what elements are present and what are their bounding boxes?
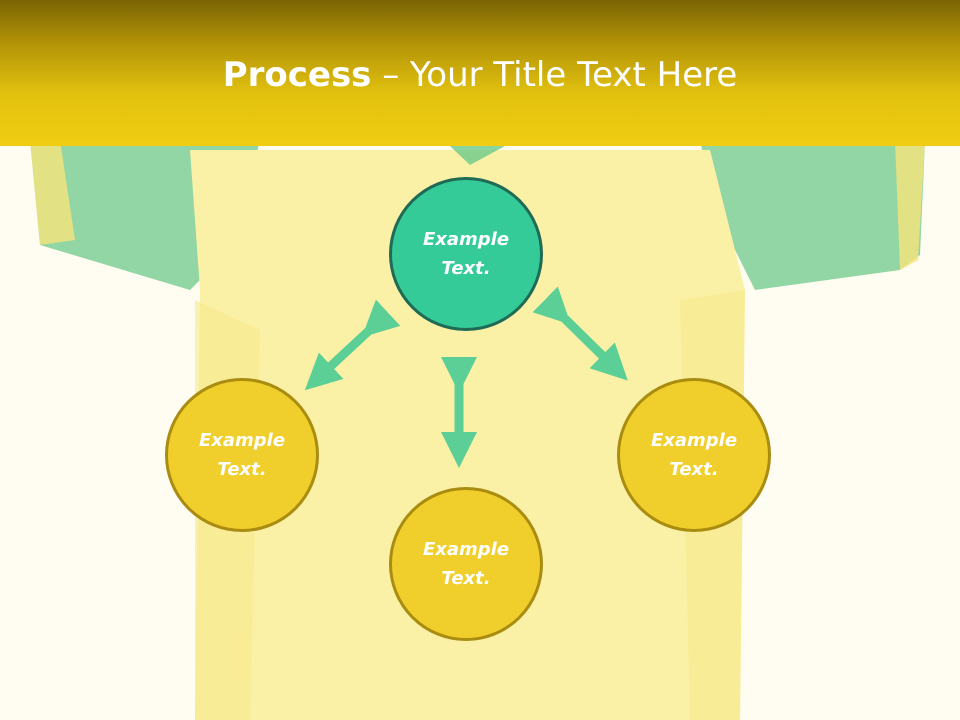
title-bold: Process — [222, 55, 372, 95]
slide-title: Process – Your Title Text Here — [0, 52, 960, 98]
node-right-label: Example Text. — [650, 430, 738, 480]
title-rest: – Your Title Text Here — [371, 55, 738, 95]
node-left: Example Text. — [165, 378, 319, 532]
double-arrow-icon — [532, 286, 628, 381]
node-bottom: Example Text. — [389, 487, 543, 641]
title-bar: Process – Your Title Text Here — [0, 0, 960, 146]
node-right: Example Text. — [617, 378, 771, 532]
double-arrow-icon — [304, 299, 401, 391]
node-left-label: Example Text. — [198, 430, 286, 480]
node-top: Example Text. — [389, 177, 543, 331]
node-bottom-label: Example Text. — [422, 539, 510, 589]
node-top-label: Example Text. — [422, 229, 510, 279]
